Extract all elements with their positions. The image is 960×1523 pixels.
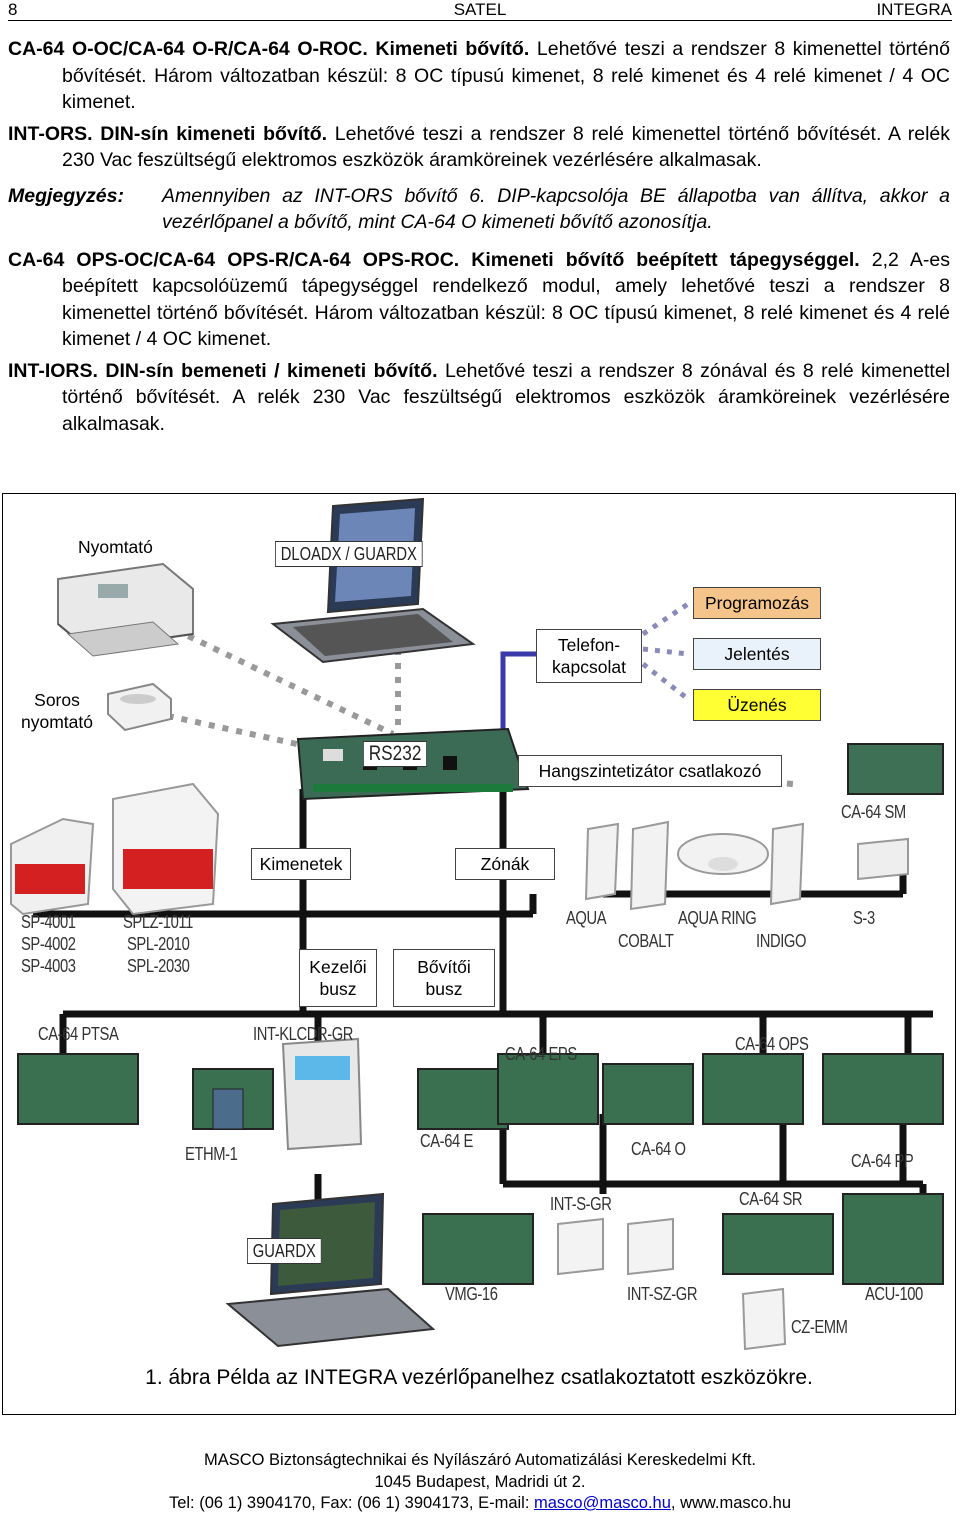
serial-printer-label-line2: nyomtató <box>21 712 93 732</box>
paragraph-text: 2,2 A-es beépített kapcsolóüzemű tápegys… <box>62 248 950 351</box>
programming-box: Programozás <box>693 587 821 619</box>
dloadx-tag: DLOADX / GUARDX <box>275 541 423 567</box>
messaging-box: Üzenés <box>693 689 821 721</box>
laptop-icon <box>270 497 476 664</box>
ca64e-label: CA-64 E <box>420 1131 473 1151</box>
expansion-module-boards <box>17 1053 944 1285</box>
czemm-icon <box>741 1287 787 1351</box>
phone-line <box>500 651 538 744</box>
paragraph-int-ors: INT-ORS. DIN-sín kimeneti bővítő. Lehető… <box>8 121 950 174</box>
guardx-tag: GUARDX <box>247 1238 322 1264</box>
ca64sm-label: CA-64 SM <box>841 802 906 822</box>
page-header: 8 SATEL INTEGRA <box>8 0 952 21</box>
intszgr-label: INT-SZ-GR <box>627 1284 698 1304</box>
detector-indigo-icon <box>769 822 805 906</box>
footer-website: , www.masco.hu <box>670 1494 792 1512</box>
laptop-guardx-icon <box>225 1192 436 1348</box>
paragraph-int-iors: INT-IORS. DIN-sín bemeneti / kimeneti bő… <box>8 358 950 438</box>
ca64-sm-board <box>847 743 944 795</box>
keypad-bus-line1: Kezelői <box>309 957 367 977</box>
note-block: Megjegyzés: Amennyiben az INT-ORS bővítő… <box>8 183 950 236</box>
paragraph-text: Lehetővé teszi a rendszer 8 kimenettel t… <box>62 38 951 113</box>
detector-s3-icon <box>857 837 909 881</box>
spl2010-label: SPL-2010 <box>127 934 190 954</box>
footer-address: 1045 Budapest, Madridi út 2. <box>374 1472 586 1491</box>
detector-aqua-ring-icon <box>677 833 769 875</box>
cobalt-label: COBALT <box>618 931 674 951</box>
splz1011-label: SPLZ-1011 <box>123 912 193 932</box>
detector-cobalt-icon <box>629 820 670 911</box>
paragraph-title: INT-IORS. DIN-sín bemeneti / kimeneti bő… <box>8 359 438 382</box>
header-brand: SATEL <box>453 0 507 19</box>
outputs-box: Kimenetek <box>251 848 351 880</box>
intsgr-label: INT-S-GR <box>550 1194 612 1214</box>
printer-label: Nyomtató <box>78 537 153 557</box>
figure-caption: 1. ábra Példa az INTEGRA vezérlőpanelhez… <box>145 1366 813 1389</box>
paragraph-text: Lehetővé teszi a rendszer 8 relé kimenet… <box>62 122 950 172</box>
note-label: Megjegyzés: <box>8 184 124 207</box>
sp4001-label: SP-4001 <box>21 912 76 932</box>
ethernet-module-icon <box>212 1088 244 1130</box>
ethm1-label: ETHM-1 <box>185 1144 238 1164</box>
serial-printer-icon <box>107 682 172 732</box>
phone-connection-box: Telefon-kapcsolat <box>536 629 642 683</box>
ca64sr-label: CA-64 SR <box>739 1189 803 1209</box>
sp4002-label: SP-4002 <box>21 934 76 954</box>
document-body: CA-64 O-OC/CA-64 O-R/CA-64 O-ROC. Kimene… <box>8 36 950 442</box>
note-text: Amennyiben az INT-ORS bővítő 6. DIP-kapc… <box>162 184 950 234</box>
acu100-label: ACU-100 <box>865 1284 923 1304</box>
aqua-ring-label: AQUA RING <box>678 908 757 928</box>
diagram-graphics <box>10 497 944 1351</box>
paragraph-title: CA-64 O-OC/CA-64 O-R/CA-64 O-ROC. Kimene… <box>8 38 530 60</box>
intklcdr-label: INT-KLCDR-GR <box>253 1024 354 1044</box>
printer-icon <box>57 562 194 657</box>
siren-sp-icon <box>10 817 95 916</box>
keypad-bus-line2: busz <box>319 979 357 999</box>
keypad-icon <box>281 1037 363 1151</box>
footer-email-link[interactable]: masco@masco.hu <box>534 1494 671 1512</box>
sp4003-label: SP-4003 <box>21 956 76 976</box>
paragraph-text: Lehetővé teszi a rendszer 8 zónával és 8… <box>62 359 950 435</box>
paragraph-title: CA-64 OPS-OC/CA-64 OPS-R/CA-64 OPS-ROC. … <box>8 248 860 271</box>
s3-label: S-3 <box>853 908 875 928</box>
expansion-bus-line1: Bővítői <box>417 957 471 977</box>
indigo-label: INDIGO <box>756 931 807 951</box>
rs232-tag: RS232 <box>363 741 428 767</box>
footer-contact: Tel: (06 1) 3904170, Fax: (06 1) 3904173… <box>0 1493 960 1515</box>
ca64o-label: CA-64 O <box>631 1139 686 1159</box>
page-number: 8 <box>8 0 18 19</box>
paragraph-ca64-o: CA-64 O-OC/CA-64 O-R/CA-64 O-ROC. Kimene… <box>8 36 950 116</box>
voice-synth-box: Hangszintetizátor csatlakozó <box>518 755 782 787</box>
paragraph-ca64-ops: CA-64 OPS-OC/CA-64 OPS-R/CA-64 OPS-ROC. … <box>8 247 950 353</box>
keypad-sz-icon <box>557 1217 674 1276</box>
ca64eps-label: CA-64 EPS <box>505 1044 577 1064</box>
paragraph-title: INT-ORS. DIN-sín kimeneti bővítő. <box>8 122 328 145</box>
ca64pp-label: CA-64 PP <box>851 1151 914 1171</box>
serial-printer-label-line1: Soros <box>34 690 80 710</box>
footer-company: MASCO Biztonságtechnikai és Nyílászáró A… <box>203 1451 757 1469</box>
zones-box: Zónák <box>455 848 555 880</box>
phone-box-line1: Telefon- <box>557 635 621 655</box>
phone-dots <box>641 601 690 701</box>
vmg16-label: VMG-16 <box>445 1284 498 1304</box>
phone-box-line2: kapcsolat <box>552 657 626 677</box>
reporting-box: Jelentés <box>693 638 821 670</box>
detector-aqua-icon <box>584 822 620 901</box>
ca64ops-label: CA-64 OPS <box>735 1034 809 1054</box>
siren-splz-icon <box>112 782 220 916</box>
footer-phone: Tel: (06 1) 3904170, Fax: (06 1) 3904173… <box>168 1494 535 1512</box>
czemm-label: CZ-EMM <box>791 1317 848 1337</box>
page-footer: MASCO Biztonságtechnikai és Nyílászáró A… <box>0 1450 960 1515</box>
expansion-bus-line2: busz <box>425 979 463 999</box>
header-product: INTEGRA <box>876 0 952 19</box>
aqua-label: AQUA <box>566 908 607 928</box>
spl2030-label: SPL-2030 <box>127 956 190 976</box>
ca64ptsa-label: CA-64 PTSA <box>38 1024 119 1044</box>
